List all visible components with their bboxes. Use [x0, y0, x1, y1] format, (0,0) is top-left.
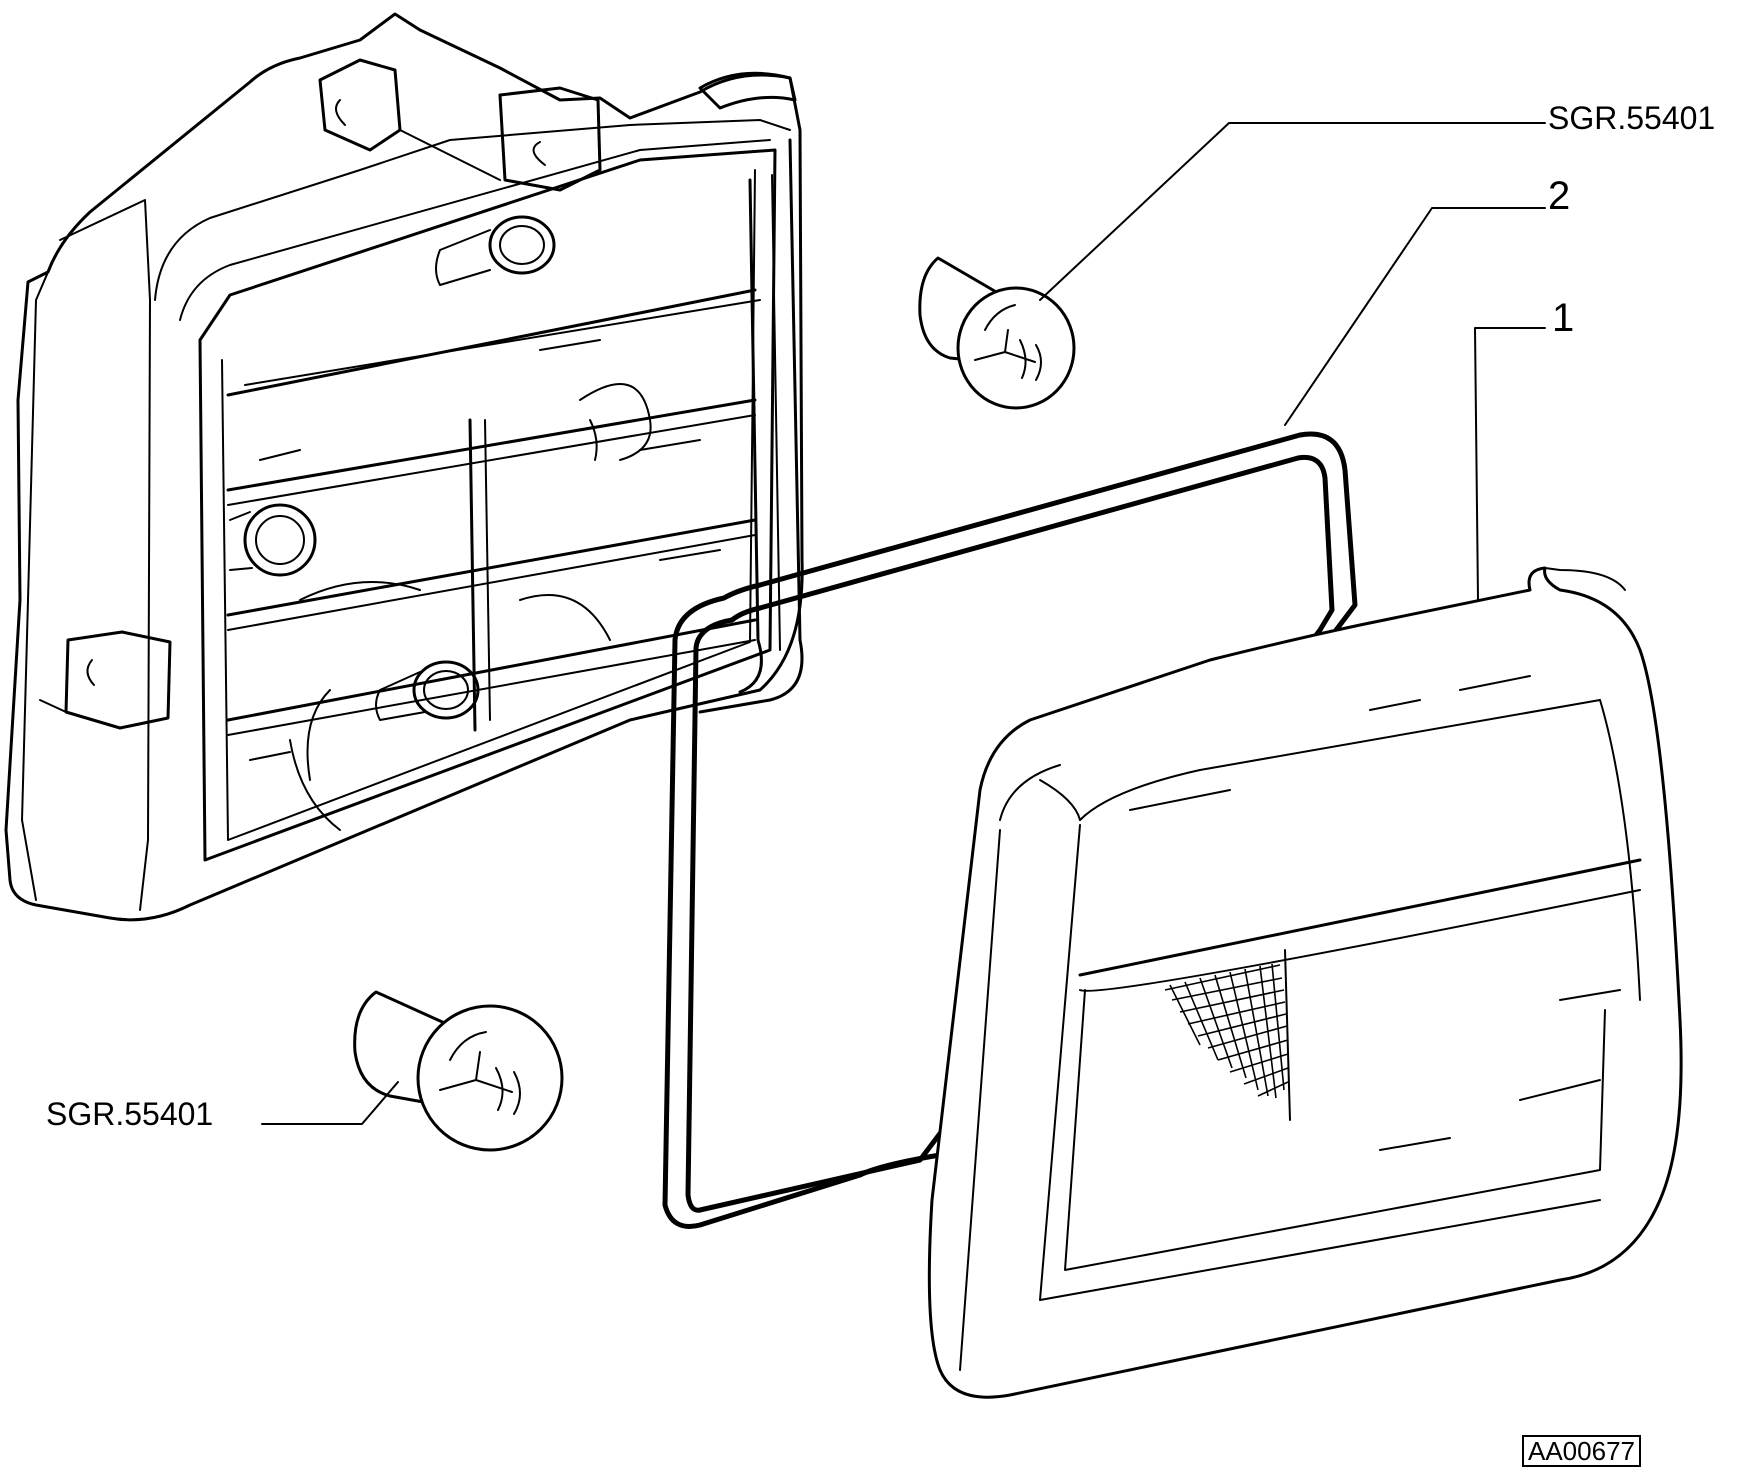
label-gasket: 2: [1548, 174, 1571, 218]
leader-gasket: [1284, 207, 1546, 426]
bulb-top: [918, 256, 1076, 410]
drawing-reference-code: AA00677: [1522, 1435, 1641, 1467]
lens-hatch: [1164, 963, 1289, 1099]
label-lens: 1: [1552, 296, 1575, 340]
leader-lens: [1474, 327, 1546, 601]
leader-bulb-bottom: [261, 1081, 399, 1125]
lamp-housing: [4, 12, 804, 922]
label-bulb-top: SGR.55401: [1548, 100, 1716, 136]
gasket: [662, 431, 1358, 1229]
label-bulb-bottom: SGR.55401: [46, 1096, 214, 1132]
leader-bulb-top: [1039, 122, 1546, 301]
leader-lines: [261, 122, 1546, 1125]
lens: [927, 566, 1683, 1399]
bulb-bottom: [353, 990, 564, 1152]
